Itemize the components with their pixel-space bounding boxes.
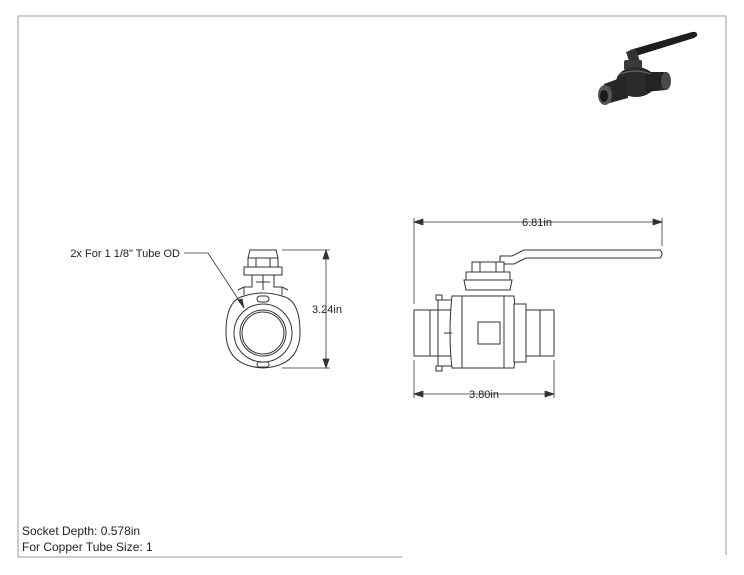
- valve-side-view: [413, 249, 663, 372]
- overall-length-label: 6.81in: [522, 217, 552, 229]
- height-dimension: [282, 248, 330, 370]
- sheet-border: [17, 15, 727, 558]
- valve-end-view: [225, 249, 301, 369]
- copper-tube-size-note: For Copper Tube Size: 1: [22, 540, 153, 554]
- overall-length-dimension: [412, 218, 664, 304]
- socket-depth-note: Socket Depth: 0.578in: [22, 524, 141, 538]
- tube-od-callout: 2x For 1 1/8" Tube OD: [70, 248, 180, 260]
- valve-thumbnail-image: [598, 31, 698, 105]
- body-length-dimension: [412, 360, 556, 398]
- body-length-label: 3.80in: [469, 389, 499, 401]
- height-dimension-label: 3.24in: [312, 304, 342, 316]
- tube-od-leader: [184, 252, 245, 309]
